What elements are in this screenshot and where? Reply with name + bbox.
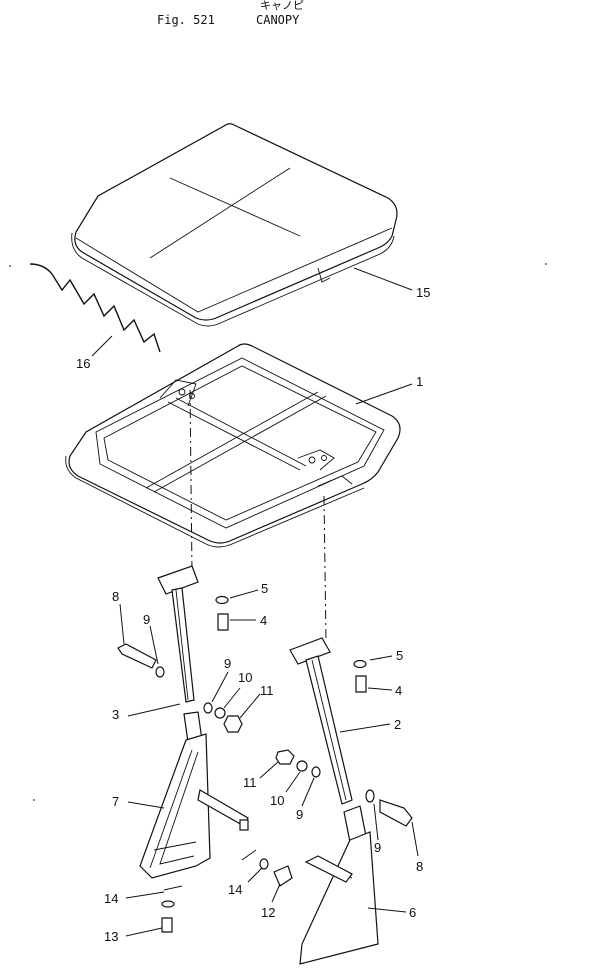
callout-9-lower-right: 9 <box>374 840 381 855</box>
callout-5-left: 5 <box>261 581 268 596</box>
right-lower-bracket <box>299 805 379 965</box>
callout-11-right: 11 <box>243 775 257 790</box>
callout-10-right: 10 <box>270 793 284 808</box>
figure-number: Fig. 521 <box>157 13 215 27</box>
callout-14-right: 14 <box>228 882 242 897</box>
callout-6: 6 <box>409 905 416 920</box>
callout-4-left: 4 <box>260 613 267 628</box>
callout-7: 7 <box>112 794 119 809</box>
left-post <box>157 565 203 743</box>
callout-2: 2 <box>394 717 401 732</box>
callout-16: 16 <box>76 356 90 371</box>
washer-9-right <box>311 766 321 778</box>
washer-9-left <box>203 702 213 714</box>
figure-title: CANOPY <box>256 13 300 27</box>
left-lower-bracket <box>139 733 249 879</box>
callout-15: 15 <box>416 285 430 300</box>
callout-11-left: 11 <box>260 683 274 698</box>
bolt-8-right <box>379 799 413 827</box>
wire-seal <box>29 263 161 353</box>
washer-10-left <box>214 707 226 719</box>
japanese-title: キャノピ <box>260 0 304 12</box>
washer-9-upper-left <box>155 666 165 678</box>
callout-5-right: 5 <box>396 648 403 663</box>
washer-5-right <box>353 659 367 669</box>
callout-8-right: 8 <box>416 859 423 874</box>
washer-10-right <box>296 760 308 772</box>
washer-9-lower-right <box>365 789 375 803</box>
callout-9-upper-left: 9 <box>143 612 150 627</box>
callout-14-left: 14 <box>104 891 118 906</box>
washer-5-left <box>215 595 229 605</box>
callout-12: 12 <box>261 905 275 920</box>
bolt-13 <box>161 917 173 933</box>
bolt-4-left <box>217 613 229 631</box>
callout-13: 13 <box>104 929 118 944</box>
canopy-frame <box>65 343 401 548</box>
canopy-roof-panel <box>71 123 398 327</box>
callout-3: 3 <box>112 707 119 722</box>
nut-11-left <box>223 715 243 733</box>
bolt-8-left <box>117 643 157 669</box>
right-post <box>289 637 353 805</box>
bolt-4-right <box>355 675 367 693</box>
callout-9-left: 9 <box>224 656 231 671</box>
callout-10-left: 10 <box>238 670 252 685</box>
nut-11-right <box>275 749 295 765</box>
bolt-12 <box>273 865 293 887</box>
washer-14-right <box>259 858 269 870</box>
washer-14-left <box>161 900 175 908</box>
callout-1: 1 <box>416 374 423 389</box>
callout-4-right: 4 <box>395 683 402 698</box>
callout-9-right: 9 <box>296 807 303 822</box>
callout-8-left: 8 <box>112 589 119 604</box>
